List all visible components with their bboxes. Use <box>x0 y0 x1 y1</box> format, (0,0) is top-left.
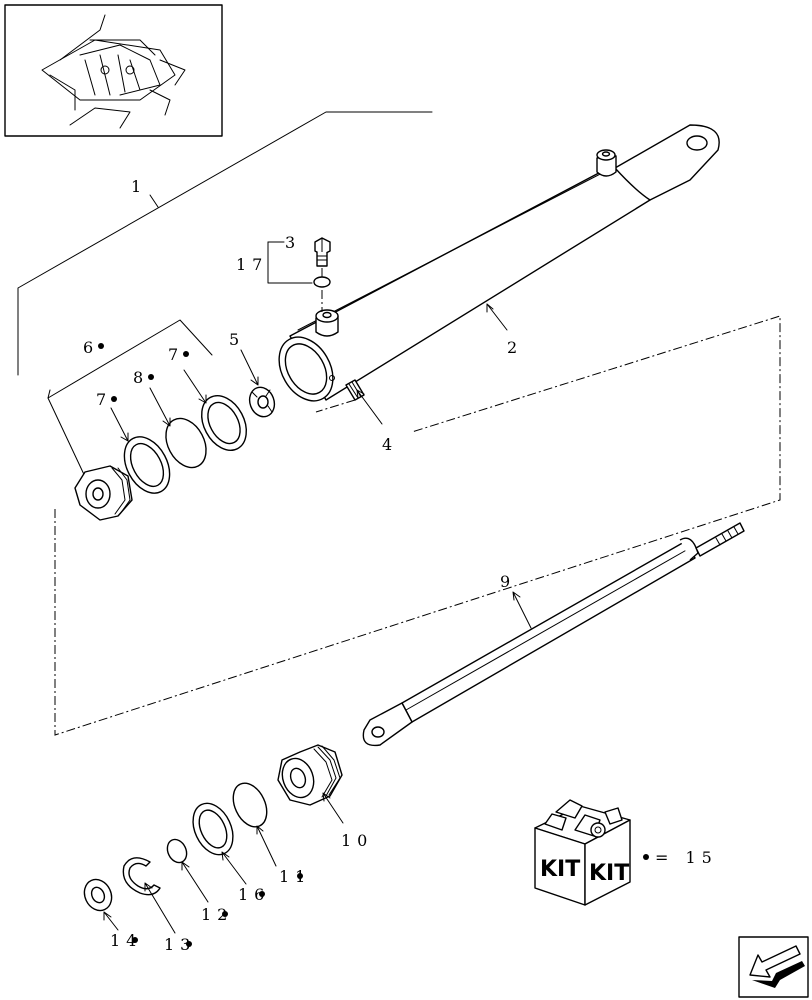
bullet-dot <box>148 374 154 380</box>
fitting-bolt[interactable] <box>313 237 331 312</box>
assembly-path-line <box>54 315 781 736</box>
bullet-dots <box>98 343 649 947</box>
cylinder-barrel[interactable] <box>268 124 720 410</box>
piston[interactable] <box>74 465 133 521</box>
assembly-bracket-1 <box>17 111 433 376</box>
navigation-arrow-icon[interactable] <box>738 936 809 998</box>
backup-ring-7b[interactable] <box>193 388 256 458</box>
label-7b: 7 <box>168 345 184 364</box>
label-17: 17 <box>236 255 268 274</box>
label-13: 13 <box>164 935 196 954</box>
label-7a: 7 <box>96 390 112 409</box>
piston-rod[interactable] <box>362 522 745 747</box>
castle-nut[interactable] <box>246 384 279 420</box>
bullet-dot <box>643 854 649 860</box>
label-6: 6 <box>83 338 99 357</box>
bullet-dot <box>98 343 104 349</box>
set-screw[interactable] <box>345 379 365 401</box>
label-2: 2 <box>507 338 523 357</box>
bullet-dot <box>183 351 189 357</box>
label-1: 1 <box>131 177 147 196</box>
wiper-14[interactable] <box>79 875 116 915</box>
o-ring-11[interactable] <box>227 778 274 832</box>
rod-gland[interactable] <box>277 744 343 806</box>
backup-ring-16[interactable] <box>185 797 240 861</box>
kit-label-right: KIT <box>589 861 629 886</box>
part-labels: 1 2 3 4 5 6 7 7 8 9 10 11 12 13 14 16 17 <box>83 177 523 954</box>
label-11: 11 <box>279 867 311 886</box>
label-5: 5 <box>229 330 245 349</box>
bullet-dot <box>111 396 117 402</box>
bullet-dot <box>222 911 228 917</box>
o-ring-12[interactable] <box>164 836 190 865</box>
label-3: 3 <box>285 233 301 252</box>
label-4: 4 <box>382 435 398 454</box>
bullet-dot <box>186 941 192 947</box>
bullet-dot <box>297 873 303 879</box>
locator-thumbnail[interactable] <box>4 4 223 137</box>
leader-lines <box>103 303 532 934</box>
kit-label-left: KIT <box>540 857 580 882</box>
label-16: 16 <box>238 885 270 904</box>
kit-legend: = 15 <box>655 848 718 867</box>
label-14: 14 <box>110 931 142 950</box>
label-10: 10 <box>341 831 373 850</box>
label-8: 8 <box>133 368 149 387</box>
kit-box-icon[interactable]: KIT KIT = 15 <box>534 799 718 906</box>
snap-ring-13[interactable] <box>122 857 161 896</box>
label-9: 9 <box>500 572 516 591</box>
backup-ring-7a[interactable] <box>115 429 178 501</box>
bracket-17 <box>267 241 313 284</box>
label-12: 12 <box>201 905 233 924</box>
o-ring-8[interactable] <box>158 412 214 475</box>
bullet-dot <box>132 937 138 943</box>
bullet-dot <box>259 891 265 897</box>
